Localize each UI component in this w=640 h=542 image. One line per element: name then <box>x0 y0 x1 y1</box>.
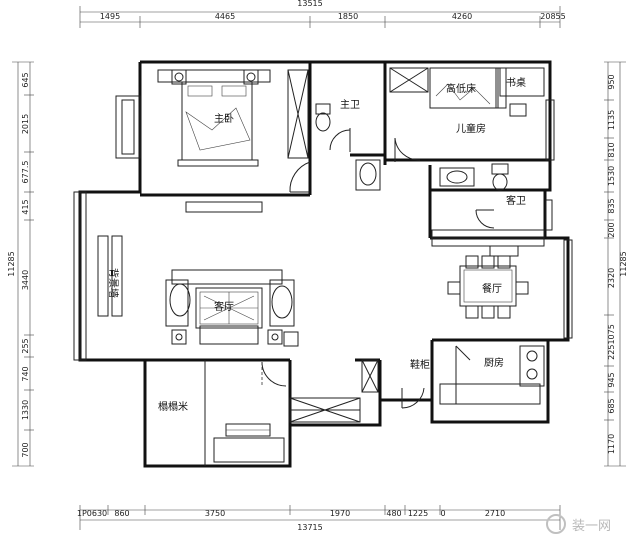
right-dim-5: 835 <box>607 198 616 213</box>
bottom-total-dim: 13715 <box>297 523 322 532</box>
right-dim-2: 1135 <box>607 110 616 130</box>
bottom-dim-4: 1970 <box>330 509 350 518</box>
entry-fixtures <box>261 359 379 393</box>
top-dim-5: 20855 <box>540 12 565 21</box>
left-dim-1: 645 <box>21 72 30 87</box>
bottom-dim-1: 1P0630 <box>77 509 107 518</box>
room-labels: 主卧 主卫 高低床 书桌 儿童房 客卫 客厅 餐厅 厨房 榻榻米 鞋柜 背景墙 <box>107 76 526 413</box>
left-dim-2: 2015 <box>21 114 30 134</box>
tatami-furniture <box>204 360 285 466</box>
right-dim-8: 2251075 <box>607 324 616 360</box>
label-tatami: 榻榻米 <box>158 400 188 413</box>
master-bedroom-furniture <box>157 69 311 193</box>
right-dim-7: 2320 <box>607 268 616 288</box>
windows <box>73 95 573 423</box>
label-master-bedroom: 主卧 <box>214 112 234 125</box>
left-total-dim: 11285 <box>7 251 16 276</box>
right-dimension-chain: 11285 950 1135 810 1530 835 200 2320 225… <box>604 61 628 467</box>
right-dim-11: 1170 <box>607 434 616 454</box>
guest-bath-fixtures <box>439 163 509 229</box>
right-dim-6: 200 <box>607 222 616 237</box>
label-kitchen: 厨房 <box>484 356 504 369</box>
label-guest-bath: 客卫 <box>506 194 526 207</box>
bottom-dim-3: 3750 <box>205 509 225 518</box>
right-dim-4: 1530 <box>607 166 616 186</box>
dining-set <box>431 229 545 319</box>
left-dim-6: 255 <box>21 338 30 353</box>
kitchen-fixtures <box>401 345 545 409</box>
exterior-walls <box>78 60 570 468</box>
top-dim-4: 4260 <box>452 12 472 21</box>
left-dim-3: 677.5 <box>21 161 30 184</box>
right-dim-9: 945 <box>607 372 616 387</box>
left-dim-4: 415 <box>21 199 30 214</box>
left-dim-8: 1330 <box>21 400 30 420</box>
watermark-text: 装一网 <box>572 519 611 534</box>
living-room-furniture <box>97 235 299 347</box>
interior-walls <box>140 62 550 425</box>
label-kids-room: 儿童房 <box>456 122 486 135</box>
label-display-wall: 背景墙 <box>107 268 120 298</box>
left-dim-9: 700 <box>21 442 30 457</box>
label-high-low-bed: 高低床 <box>446 82 476 95</box>
kids-room-furniture <box>389 67 545 162</box>
left-dimension-chain: 11285 645 2015 677.5 415 3440 255 740 13… <box>7 61 34 467</box>
bottom-dim-2: 860 <box>114 509 129 518</box>
top-dim-2: 4465 <box>215 12 235 21</box>
top-dim-1: 1495 <box>100 12 120 21</box>
right-dim-3: 810 <box>607 142 616 157</box>
left-dim-7: 740 <box>21 366 30 381</box>
right-dim-10: 685 <box>607 398 616 413</box>
bottom-dim-8: 2710 <box>485 509 505 518</box>
watermark-logo-icon <box>546 514 566 534</box>
label-dining-room: 餐厅 <box>482 282 502 295</box>
top-total-dim: 13515 <box>297 0 322 8</box>
left-dim-5: 3440 <box>21 270 30 290</box>
bottom-dim-6: 1225 <box>408 509 428 518</box>
bottom-dim-5: 480 <box>386 509 401 518</box>
label-master-bath: 主卫 <box>340 99 360 111</box>
right-dim-1: 950 <box>607 74 616 89</box>
top-dimension-chain: 13515 1495 4465 1850 4260 20855 <box>79 0 566 28</box>
label-desk: 书桌 <box>506 76 526 89</box>
bottom-dim-7: 0 <box>440 509 445 518</box>
right-total-dim: 11285 <box>619 251 628 276</box>
master-bath-fixtures <box>315 103 381 191</box>
label-shoe-cabinet: 鞋柜 <box>410 358 430 371</box>
label-living-room: 客厅 <box>214 300 234 313</box>
watermark: 装一网 <box>546 514 611 534</box>
top-dim-3: 1850 <box>338 12 358 21</box>
bottom-dimension-chain: 1P0630 860 3750 1970 480 1225 0 2710 137… <box>77 505 561 532</box>
